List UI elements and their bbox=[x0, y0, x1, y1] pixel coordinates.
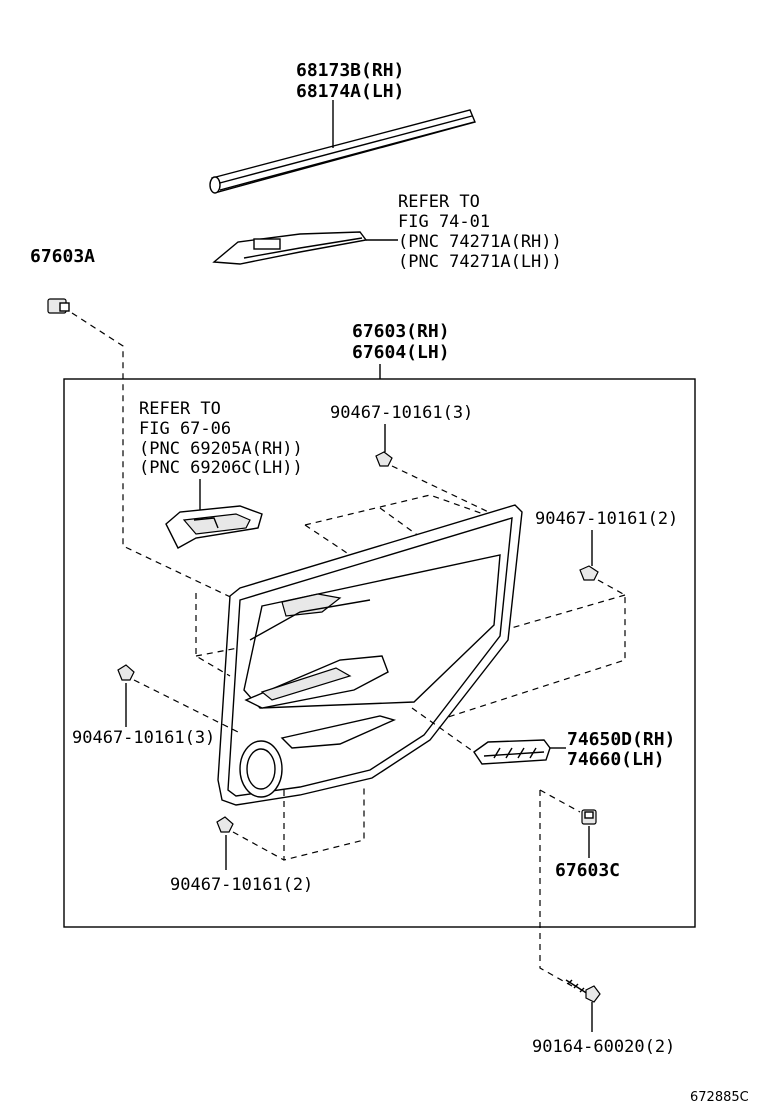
screw-label: 90164-60020(2) bbox=[532, 1037, 675, 1057]
screw-part bbox=[565, 979, 601, 1003]
clip-right-part bbox=[579, 565, 599, 581]
armrest-label-lh: 74660(LH) bbox=[567, 749, 665, 770]
figure-number: 672885C bbox=[690, 1090, 749, 1105]
inside-handle-part bbox=[165, 505, 263, 549]
armrest-label-rh: 74650D(RH) bbox=[567, 729, 675, 750]
belt-moulding-label-lh: 68174A(LH) bbox=[296, 81, 404, 102]
clip-a-part bbox=[47, 298, 70, 314]
refer-switch-line4: (PNC 74271A(LH)) bbox=[398, 252, 562, 272]
trim-board-label-rh: 67603(RH) bbox=[352, 321, 450, 342]
refer-handle-line4: (PNC 69206C(LH)) bbox=[139, 458, 303, 478]
clip-top-label: 90467-10161(3) bbox=[330, 403, 473, 423]
refer-handle-line3: (PNC 69205A(RH)) bbox=[139, 439, 303, 459]
refer-switch-line3: (PNC 74271A(RH)) bbox=[398, 232, 562, 252]
clip-right-label: 90467-10161(2) bbox=[535, 509, 678, 529]
clip-a-label: 67603A bbox=[30, 246, 95, 267]
clip-left-label: 90467-10161(3) bbox=[72, 728, 215, 748]
switch-bezel-part bbox=[212, 231, 368, 265]
clip-left-part bbox=[117, 664, 135, 681]
door-trim-board-part bbox=[217, 504, 523, 806]
refer-handle-line1: REFER TO bbox=[139, 399, 221, 419]
clip-top-part bbox=[375, 451, 393, 467]
refer-switch-line1: REFER TO bbox=[398, 192, 480, 212]
clip-c-label: 67603C bbox=[555, 860, 620, 881]
refer-handle-line2: FIG 67-06 bbox=[139, 419, 231, 439]
refer-switch-line2: FIG 74-01 bbox=[398, 212, 490, 232]
clip-bottom-label: 90467-10161(2) bbox=[170, 875, 313, 895]
armrest-part bbox=[473, 739, 551, 765]
belt-moulding-part bbox=[209, 109, 476, 194]
clip-c-part bbox=[581, 809, 597, 825]
belt-moulding-label-rh: 68173B(RH) bbox=[296, 60, 404, 81]
clip-bottom-part bbox=[216, 816, 234, 833]
trim-board-label-lh: 67604(LH) bbox=[352, 342, 450, 363]
